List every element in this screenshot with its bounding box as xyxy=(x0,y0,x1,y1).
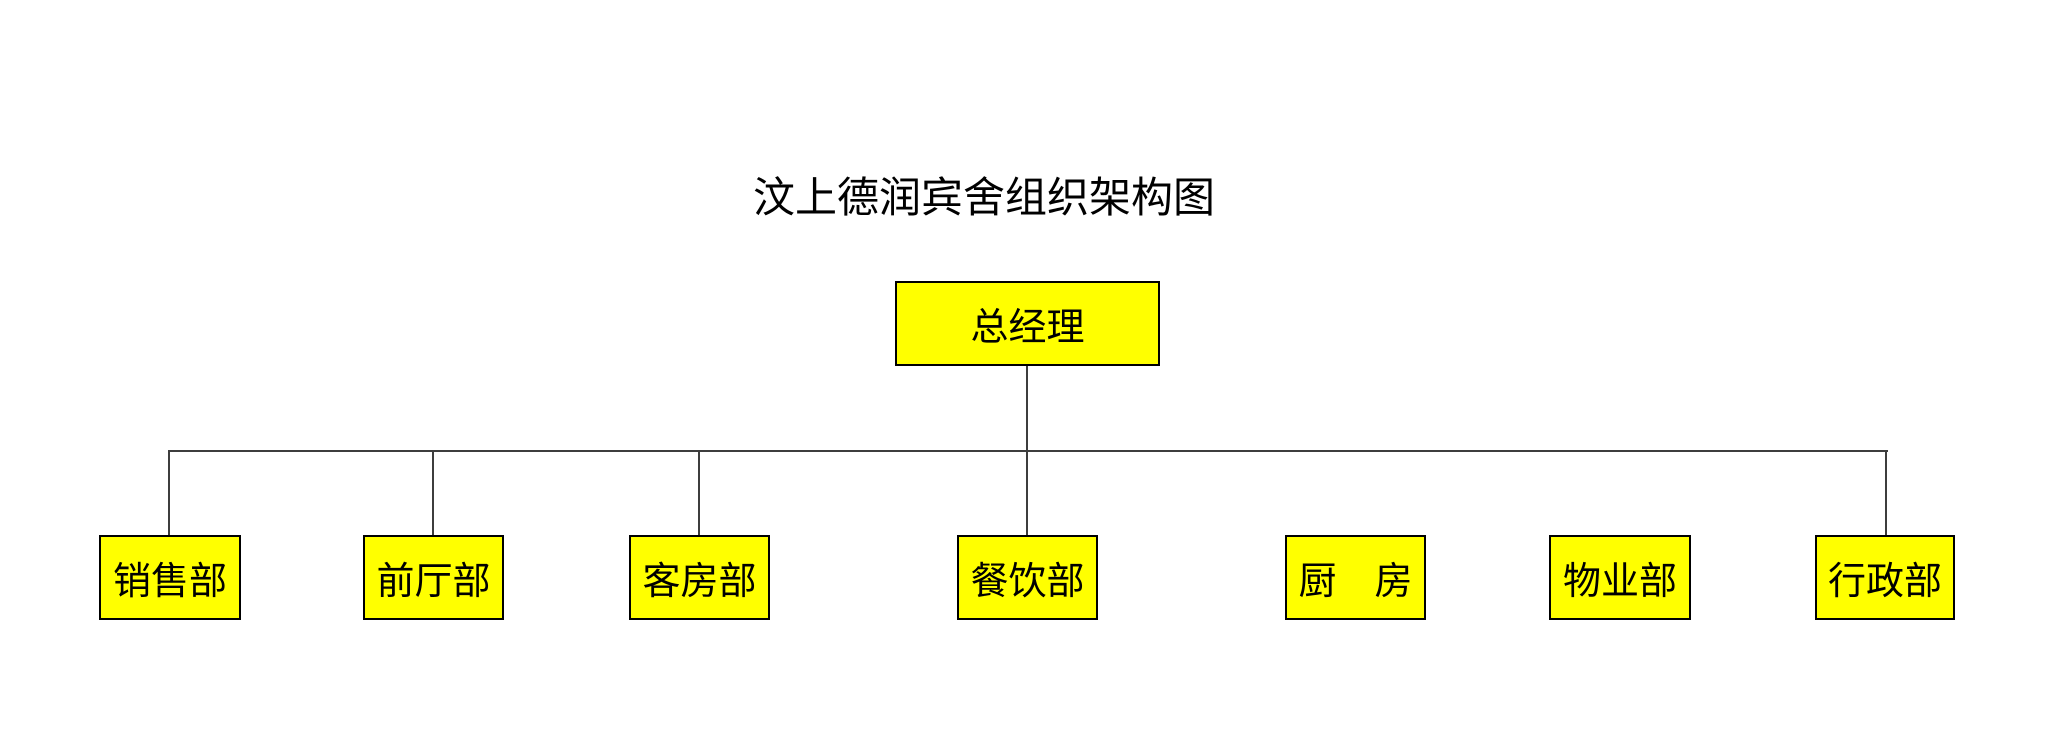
node-property-dept-label: 物业部 xyxy=(1562,561,1677,603)
node-sales-dept: 销售部 xyxy=(99,535,241,620)
node-food-beverage-dept: 餐饮部 xyxy=(957,535,1098,620)
node-general-manager: 总经理 xyxy=(895,281,1160,366)
node-front-office-dept-label: 前厅部 xyxy=(376,561,491,603)
node-property-dept: 物业部 xyxy=(1549,535,1691,620)
connector-drop-housekeeping xyxy=(698,450,700,535)
node-housekeeping-dept: 客房部 xyxy=(629,535,770,620)
node-food-beverage-dept-label: 餐饮部 xyxy=(970,561,1085,603)
connector-drop-sales xyxy=(168,450,170,535)
node-administration-dept-label: 行政部 xyxy=(1827,561,1942,603)
connector-drop-administration xyxy=(1885,450,1887,536)
node-housekeeping-dept-label: 客房部 xyxy=(642,561,757,603)
node-sales-dept-label: 销售部 xyxy=(112,561,227,603)
node-general-manager-label: 总经理 xyxy=(970,307,1085,349)
node-kitchen: 厨 房 xyxy=(1285,535,1426,620)
node-kitchen-label: 厨 房 xyxy=(1298,561,1413,603)
node-front-office-dept: 前厅部 xyxy=(363,535,504,620)
chart-title: 汶上德润宾舍组织架构图 xyxy=(753,176,1216,222)
node-administration-dept: 行政部 xyxy=(1815,535,1955,620)
connector-drop-front-office xyxy=(432,450,434,536)
connector-horizontal-bus xyxy=(169,450,1888,452)
